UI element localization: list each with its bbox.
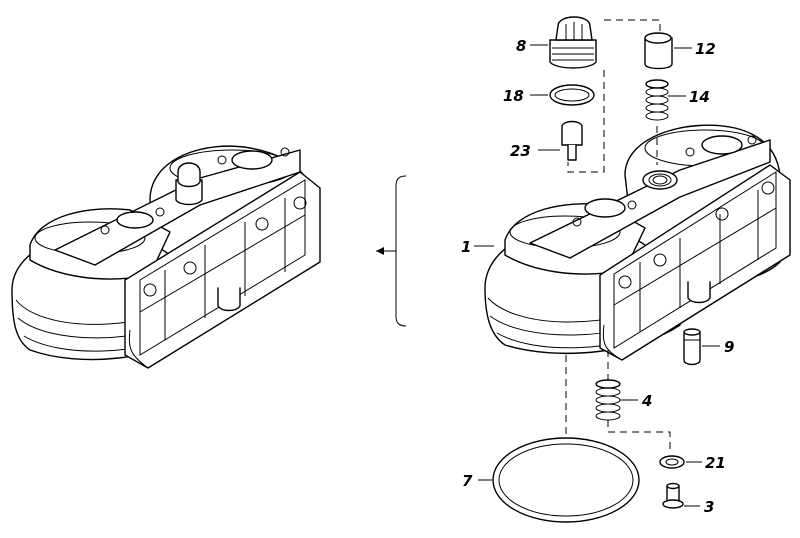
spring-item-4 xyxy=(595,379,621,421)
assembly-bracket xyxy=(376,175,407,327)
seal-ring-item-7 xyxy=(492,437,640,523)
screw-item-3 xyxy=(662,482,684,509)
o-ring-item-18 xyxy=(549,84,595,106)
assembly-paths xyxy=(565,19,671,452)
sleeve-item-12 xyxy=(644,32,673,70)
valve-cap-item-8 xyxy=(549,16,597,69)
callout-1: 1 xyxy=(461,238,471,256)
housing-item-1 xyxy=(484,124,791,361)
callout-8: 8 xyxy=(516,37,526,55)
callout-12: 12 xyxy=(695,40,716,58)
callout-14: 14 xyxy=(689,88,710,106)
callout-21: 21 xyxy=(705,454,726,472)
spring-item-14 xyxy=(645,79,669,121)
callout-3: 3 xyxy=(704,498,714,516)
callout-4: 4 xyxy=(641,392,652,410)
pin-item-23 xyxy=(561,120,583,161)
plunger-item-9 xyxy=(683,328,701,366)
leader-lines xyxy=(474,44,720,507)
callout-23: 23 xyxy=(510,142,531,160)
callout-9: 9 xyxy=(724,338,734,356)
assembled-housing-left xyxy=(11,145,321,369)
callout-18: 18 xyxy=(503,87,524,105)
washer-item-21 xyxy=(659,455,685,469)
callout-7: 7 xyxy=(462,472,473,490)
